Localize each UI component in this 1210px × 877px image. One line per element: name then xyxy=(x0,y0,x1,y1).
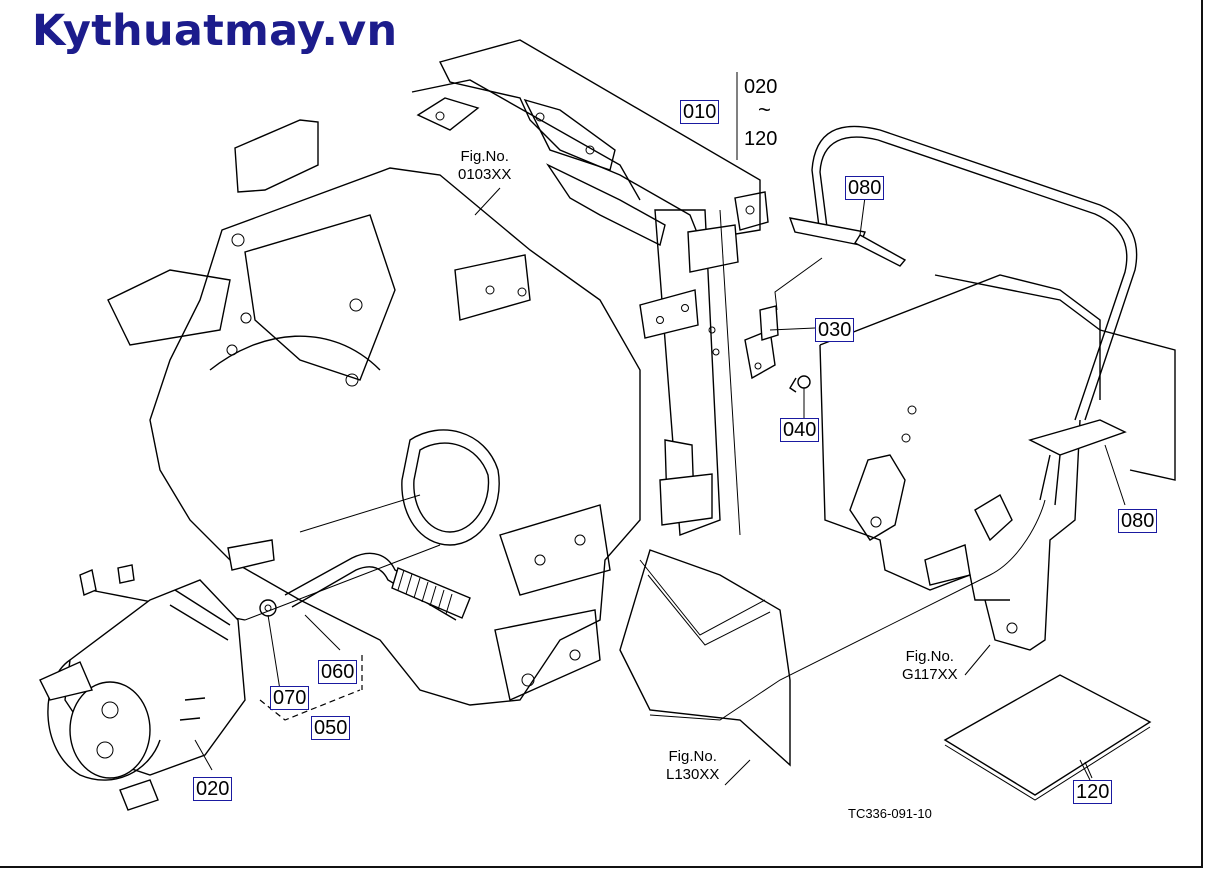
starter-motor xyxy=(39,539,275,811)
callout-060[interactable]: 060 xyxy=(318,660,358,684)
callout-080-right[interactable]: 080 xyxy=(1118,509,1158,533)
fig-ref-label: Fig.No. xyxy=(668,748,717,765)
fig-ref-code: L130XX xyxy=(666,766,720,783)
callout-020[interactable]: 020 xyxy=(193,777,233,801)
fig-ref-code: G117XX xyxy=(902,666,958,683)
callout-120-range-end: 120 xyxy=(744,128,778,150)
callout-080-top[interactable]: 080 xyxy=(845,176,885,200)
manual-sheet xyxy=(943,674,1152,801)
callout-070[interactable]: 070 xyxy=(270,686,310,710)
fig-ref-code: 0103XX xyxy=(458,166,512,183)
fig-ref-0103xx[interactable]: Fig.No. 0103XX xyxy=(458,148,511,184)
upper-frame-plate xyxy=(411,39,769,247)
callout-050[interactable]: 050 xyxy=(311,716,351,740)
fig-ref-label: Fig.No. xyxy=(460,148,509,165)
fig-ref-label: Fig.No. xyxy=(905,648,954,665)
right-side-frame xyxy=(819,274,1176,651)
callout-020-range-start: 020 xyxy=(744,76,778,98)
drawing-id: TC336-091-10 xyxy=(848,806,932,821)
belt-cover xyxy=(619,549,791,767)
hose-assembly xyxy=(259,552,471,721)
callout-010[interactable]: 010 xyxy=(680,100,720,124)
throttle-cable xyxy=(649,125,1138,721)
fig-ref-g117xx[interactable]: Fig.No. G117XX xyxy=(902,648,958,684)
site-title: Kythuatmay.vn xyxy=(32,6,398,56)
callout-040[interactable]: 040 xyxy=(780,418,820,442)
leader-lines xyxy=(194,72,1126,786)
fig-ref-l130xx[interactable]: Fig.No. L130XX xyxy=(666,748,719,784)
range-tilde: ~ xyxy=(758,97,771,122)
vertical-bracket xyxy=(639,209,741,536)
cable-bracket-and-bolt xyxy=(744,257,823,420)
callout-030[interactable]: 030 xyxy=(815,318,855,342)
callout-120[interactable]: 120 xyxy=(1073,780,1113,804)
flywheel-housing xyxy=(107,119,641,706)
